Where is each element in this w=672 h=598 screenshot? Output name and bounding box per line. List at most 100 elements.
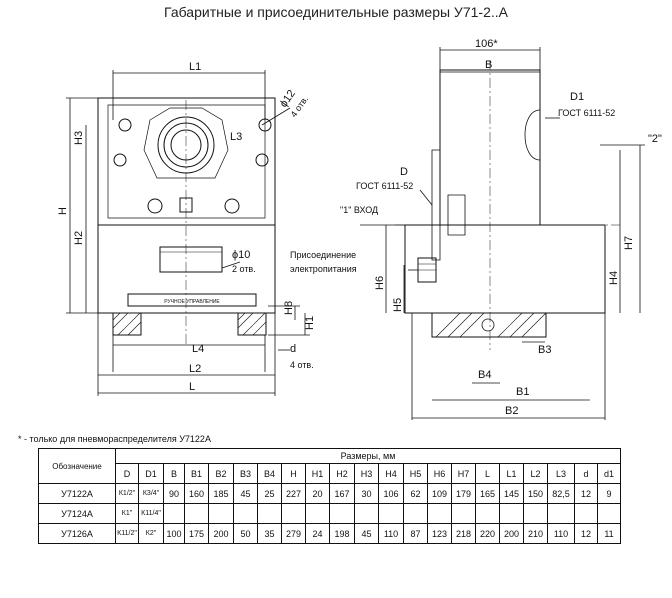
table-cell <box>475 503 500 524</box>
table-cell: 167 <box>329 483 355 504</box>
table-cell: К1/2" <box>115 483 139 504</box>
table-cell: 110 <box>378 523 404 544</box>
label-H8: H8 <box>283 301 295 315</box>
table-cell: 35 <box>257 523 282 544</box>
col-header: d1 <box>597 463 621 484</box>
footnote: * - только для пневмораспределителя У712… <box>18 434 211 444</box>
table-cell <box>499 503 524 524</box>
label-H1: H1 <box>304 316 316 330</box>
label-B: B <box>485 59 492 71</box>
table-cell: 45 <box>233 483 258 504</box>
label-L: L <box>189 381 195 393</box>
col-header: L <box>475 463 500 484</box>
side-view <box>395 60 620 350</box>
label-gost-d1: ГОСТ 6111-52 <box>558 108 615 118</box>
plate-text: РУЧНОЕ УПРАВЛЕНИЕ <box>164 299 220 305</box>
table-cell: К3/4" <box>138 483 164 504</box>
label-B3: B3 <box>538 344 551 356</box>
table-cell: 82,5 <box>547 483 575 504</box>
col-header: H5 <box>403 463 428 484</box>
boss-right <box>224 198 240 214</box>
label-inlet: "1" ВХОД <box>340 205 378 215</box>
side-lower-body <box>404 224 606 314</box>
table-cell: 175 <box>184 523 209 544</box>
col-header: H1 <box>305 463 330 484</box>
table-cell <box>574 503 598 524</box>
table-cell <box>547 503 575 524</box>
label-power-1: Присоединение <box>290 250 356 260</box>
label-H5: H5 <box>392 298 404 312</box>
table-cell: 227 <box>281 483 306 504</box>
label-gost-d: ГОСТ 6111-52 <box>356 181 413 191</box>
table-cell <box>354 503 379 524</box>
page-title: Габаритные и присоединительные размеры У… <box>164 4 508 20</box>
table-cell: 11 <box>597 523 621 544</box>
table-cell: 165 <box>475 483 500 504</box>
table-cell <box>403 503 428 524</box>
column-header-row: D D1 B B1 B2 B3 B4 H H1 H2 H3 H4 H5 H6 H… <box>39 463 621 484</box>
label-H3: H3 <box>73 131 85 145</box>
table-cell: 62 <box>403 483 428 504</box>
row-name: У7126А <box>38 523 116 544</box>
front-view <box>97 97 276 345</box>
table-cell: 185 <box>208 483 234 504</box>
label-H4: H4 <box>608 271 620 285</box>
label-B2: B2 <box>505 405 518 417</box>
dimensions-table: Обозначение Размеры, мм D D1 B B1 B2 B3 … <box>38 448 621 544</box>
technical-drawing: L1 L3 H3 H H2 L4 L2 L H8 H1 d 4 отв. ϕ12… <box>57 38 662 420</box>
table-cell: К2" <box>138 523 164 544</box>
table-cell <box>281 503 306 524</box>
table-cell: 145 <box>499 483 524 504</box>
side-upper-body <box>439 69 541 226</box>
table-cell: К1" <box>115 503 139 524</box>
table-cell: 123 <box>427 523 452 544</box>
boss-left <box>147 198 163 214</box>
table-cell: 210 <box>523 523 548 544</box>
label-H2: H2 <box>73 231 85 245</box>
col-header: B2 <box>208 463 234 484</box>
table-cell <box>451 503 476 524</box>
col-header: H6 <box>427 463 452 484</box>
port-d-cut <box>447 194 466 236</box>
label-phi10: ϕ10 <box>232 249 250 261</box>
label-L3: L3 <box>230 131 242 143</box>
table-cell: К11/4" <box>138 503 164 524</box>
label-B1: B1 <box>516 386 529 398</box>
side-base-hatch <box>435 312 547 338</box>
table-cell: 12 <box>574 483 598 504</box>
table-cell <box>233 503 258 524</box>
col-header: D1 <box>138 463 164 484</box>
front-dimensions <box>66 70 310 396</box>
side-base <box>431 312 547 338</box>
col-header: L1 <box>499 463 524 484</box>
label-L1: L1 <box>189 61 201 73</box>
port-d1-cut <box>524 109 541 161</box>
table-cell: 110 <box>547 523 575 544</box>
label-H7: H7 <box>623 236 635 250</box>
table-cell <box>523 503 548 524</box>
table-cell: 218 <box>451 523 476 544</box>
col-header: B <box>163 463 185 484</box>
table-cell: 90 <box>163 483 185 504</box>
table-cell: 198 <box>329 523 355 544</box>
label-port-2: "2" <box>648 133 662 145</box>
table-cell: 109 <box>427 483 452 504</box>
col-header: B3 <box>233 463 258 484</box>
label-H6: H6 <box>374 276 386 290</box>
label-106: 106* <box>475 38 498 50</box>
label-L2: L2 <box>189 363 201 375</box>
row-header: Обозначение <box>38 448 116 484</box>
indicator-window <box>159 246 223 273</box>
table-cell: 200 <box>208 523 234 544</box>
table-cell <box>184 503 209 524</box>
table-cell: 279 <box>281 523 306 544</box>
col-header: B1 <box>184 463 209 484</box>
table-cell: 50 <box>233 523 258 544</box>
label-H: H <box>57 207 69 215</box>
table-cell: 30 <box>354 483 379 504</box>
table-cell: 87 <box>403 523 428 544</box>
label-B4: B4 <box>478 369 491 381</box>
mount-hole-mid-right <box>255 153 269 167</box>
